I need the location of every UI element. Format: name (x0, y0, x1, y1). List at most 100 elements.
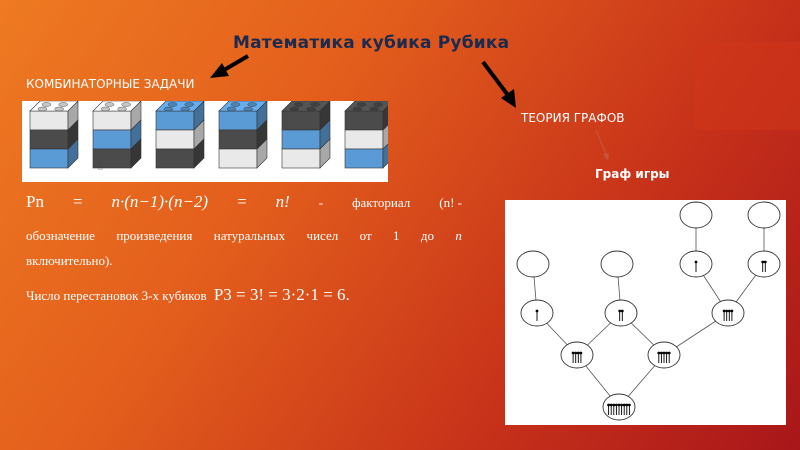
cube-block-front (156, 130, 194, 149)
stick-head (612, 404, 615, 407)
stick-head (764, 261, 767, 264)
graph-node (748, 251, 780, 277)
stick-head (665, 352, 668, 355)
stacked-cube-6 (345, 101, 388, 168)
cube-block-front (30, 130, 68, 149)
formula-eq1: = (73, 192, 83, 212)
stick-head (580, 352, 583, 355)
stick-head (723, 310, 726, 313)
cubes-illustration: ☃ (22, 101, 388, 182)
graph-node (561, 342, 593, 368)
cube-stud (101, 107, 110, 111)
cube-stud (370, 107, 379, 111)
cube-block-front (93, 130, 131, 149)
cube-block-front (345, 130, 383, 149)
cube-stud (231, 103, 240, 107)
cube-stud (38, 107, 47, 111)
stick-head (668, 352, 671, 355)
desc-word: обозначение (26, 228, 95, 244)
cube-block-front (282, 149, 320, 168)
graph-node (603, 394, 635, 420)
stick-head (660, 352, 663, 355)
formula-line: Pn = n·(n−1)·(n−2) = n! - факториал (n! … (26, 192, 462, 218)
cube-stud (294, 103, 303, 107)
cube-block-front (345, 111, 383, 130)
stick-head (695, 261, 698, 264)
graph-node (712, 300, 744, 326)
cube-stud (59, 103, 68, 107)
cube-block-front (156, 111, 194, 130)
cube-stud (307, 107, 316, 111)
formula-nfact: n! (276, 192, 290, 212)
permutation-count-formula: P3 = 3! = 3·2·1 = 6. (214, 285, 350, 304)
stick-head (761, 261, 764, 264)
cube-stud (290, 107, 299, 111)
cube-stud (244, 107, 253, 111)
desc-word: натуральных (214, 228, 285, 244)
stacked-cube-3 (156, 101, 204, 168)
stick-head (663, 352, 666, 355)
stick-head (574, 352, 577, 355)
cube-block-front (282, 130, 320, 149)
cube-stud (311, 103, 320, 107)
cube-stud (353, 107, 362, 111)
graph-node (648, 342, 680, 368)
cube-stud (357, 103, 366, 107)
cube-block-front (345, 149, 383, 168)
stick-head (536, 310, 539, 313)
graph-node (680, 202, 712, 228)
description-line: обозначение произведения натуральных чис… (26, 228, 462, 244)
formula-paren-note: (n! - (439, 195, 462, 211)
cube-stud (374, 103, 383, 107)
graph-node (521, 300, 553, 326)
cube-stud (248, 103, 257, 107)
desc-word: 1 (393, 228, 400, 244)
arrow-to-combinatorics (210, 56, 248, 78)
stick-head (618, 404, 621, 407)
stick-head (628, 404, 631, 407)
game-graph-panel (505, 200, 786, 425)
cube-block-front (282, 111, 320, 130)
description-line-inclusive: включительно). (26, 253, 462, 269)
formula-factorial-word: факториал (352, 195, 410, 211)
cube-block-front (219, 130, 257, 149)
stick-head (657, 352, 660, 355)
small-figure-icon: ☃ (96, 161, 104, 173)
stick-head (621, 310, 624, 313)
stick-head (615, 404, 618, 407)
desc-word: произведения (116, 228, 192, 244)
cube-block-front (219, 111, 257, 130)
cube-stud (164, 107, 173, 111)
cube-block-front (93, 111, 131, 130)
cube-stud (181, 107, 190, 111)
cube-stud (227, 107, 236, 111)
cube-stud (122, 103, 131, 107)
arrow-to-game-graph (596, 130, 609, 161)
graph-node (605, 300, 637, 326)
graph-node (601, 251, 633, 277)
cube-stud (55, 107, 64, 111)
desc-word: от (360, 228, 372, 244)
formula-dash: - (319, 195, 323, 211)
stick-head (607, 404, 610, 407)
formula-text-block: Pn = n·(n−1)·(n−2) = n! - факториал (n! … (26, 192, 462, 305)
arrow-to-graph-theory (483, 62, 516, 108)
cube-block-front (30, 111, 68, 130)
stick-head (725, 310, 728, 313)
graph-node (748, 202, 780, 228)
cube-block-front (219, 149, 257, 168)
stacked-cube-4 (219, 101, 267, 168)
stick-head (731, 310, 734, 313)
stick-head (728, 310, 731, 313)
cube-stud (42, 103, 51, 107)
formula-pn: Pn (26, 192, 44, 212)
desc-word: чисел (307, 228, 339, 244)
stick-head (577, 352, 580, 355)
stick-head (610, 404, 613, 407)
desc-word: до (421, 228, 434, 244)
graph-node (680, 251, 712, 277)
cube-stud (118, 107, 127, 111)
stick-head (625, 404, 628, 407)
cube-block-front (156, 149, 194, 168)
